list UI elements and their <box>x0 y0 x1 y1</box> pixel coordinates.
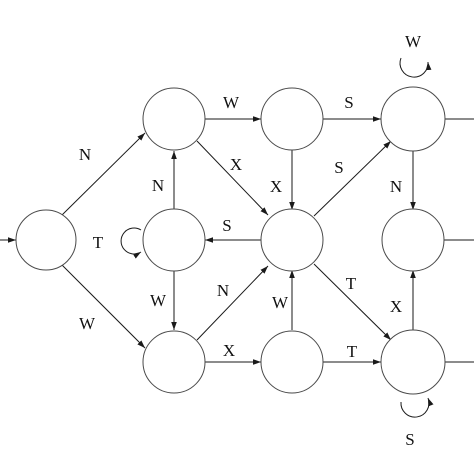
state-n8 <box>380 86 446 152</box>
edge-n1-n2 <box>60 132 146 217</box>
state-n6 <box>260 208 324 272</box>
label-n4-n7: X <box>223 341 235 360</box>
state-n1 <box>15 209 77 271</box>
label-n3-n4: W <box>150 291 167 310</box>
edge-n4-n6 <box>196 265 269 341</box>
label-n6-n10: T <box>346 274 357 293</box>
label-n1-n4: W <box>79 314 96 333</box>
edge-n2-n6 <box>196 140 269 216</box>
state-n3 <box>142 208 206 272</box>
self-loop-n3 <box>120 227 142 259</box>
edge-n1-n4 <box>60 263 146 349</box>
state-n9 <box>381 208 445 272</box>
edge-n6-n10 <box>313 263 392 341</box>
label-n7-n10: T <box>347 342 358 361</box>
label-n6-n3: S <box>222 216 231 235</box>
label-n2-n5: W <box>223 93 240 112</box>
label-n3-n3: T <box>93 233 104 252</box>
state-n7 <box>260 330 324 394</box>
self-loop-n8 <box>399 57 432 78</box>
label-n8-n8: W <box>405 32 422 51</box>
label-n8-n9: N <box>390 177 402 196</box>
state-n10 <box>380 329 446 395</box>
label-n5-n8: S <box>344 93 353 112</box>
label-n10-n9: X <box>390 297 402 316</box>
state-n5 <box>260 87 324 151</box>
label-n10-n10: S <box>405 430 414 449</box>
label-n2-n6: X <box>230 155 242 174</box>
label-n6-n8: S <box>334 158 343 177</box>
label-n4-n6: N <box>217 281 229 300</box>
state-n4 <box>142 330 206 394</box>
label-n7-n6: W <box>272 293 289 312</box>
edge-n6-n8 <box>313 140 392 217</box>
state-n2 <box>142 87 206 151</box>
label-n1-n2: N <box>79 145 91 164</box>
self-loop-n10 <box>400 397 434 418</box>
label-n5-n6: X <box>270 177 282 196</box>
label-n3-n2: N <box>152 176 164 195</box>
